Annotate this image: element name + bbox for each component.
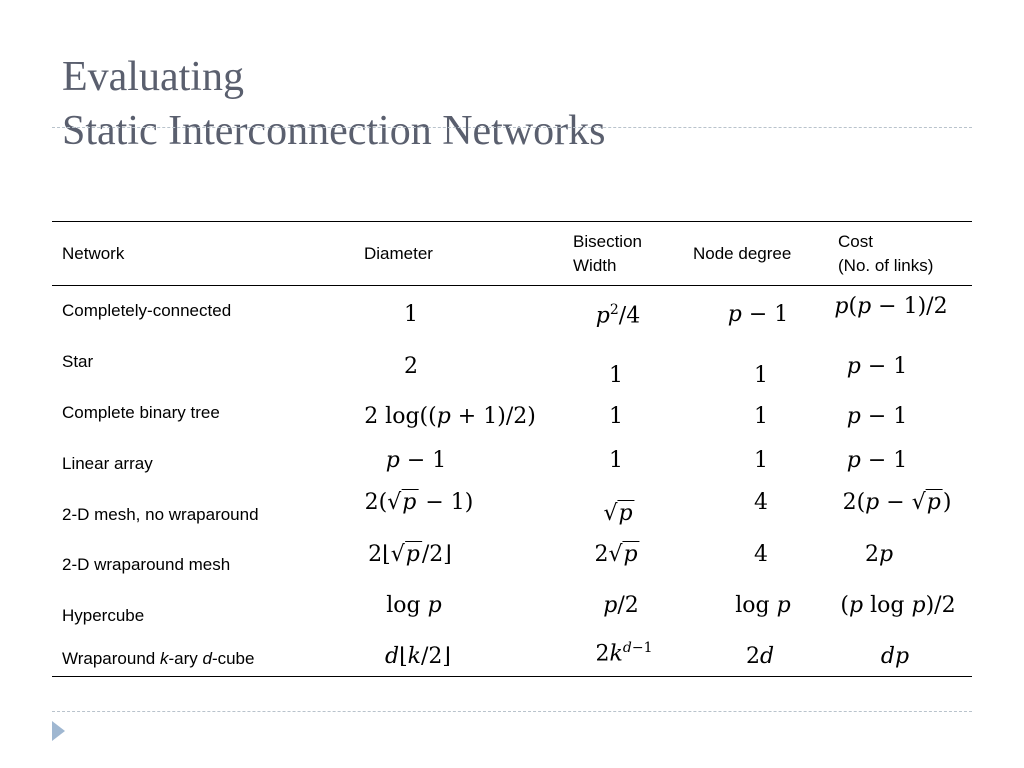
cell-cost: 2(p − √p) [842, 489, 952, 515]
title-line-1: Evaluating [62, 54, 244, 100]
cell-bisection: 1 [609, 404, 623, 429]
row-label: Wraparound k-ary d-cube [62, 649, 255, 668]
cell-degree: p − 1 [727, 302, 789, 327]
footer-divider [52, 711, 972, 712]
row-label: 2-D mesh, no wraparound [62, 505, 259, 524]
header-cost-line1: Cost [838, 232, 873, 251]
cell-diameter: log p [386, 593, 442, 618]
header-diameter: Diameter [364, 244, 433, 263]
table-bottom-rule [52, 676, 972, 677]
cell-bisection: 2√p [594, 541, 640, 567]
header-cost-line2: (No. of links) [838, 256, 934, 275]
row-label: Complete binary tree [62, 403, 220, 422]
cell-degree: 4 [754, 490, 768, 515]
cell-bisection: 1 [609, 448, 623, 473]
cell-degree: 2d [745, 644, 775, 669]
table-top-rule [52, 221, 972, 222]
cell-bisection: 1 [609, 363, 623, 388]
cell-degree: 1 [754, 448, 768, 473]
cell-degree: 4 [754, 542, 768, 567]
title-divider [52, 127, 972, 128]
cell-cost: (p log p)/2 [840, 593, 956, 618]
cell-diameter: 2 log((p + 1)/2) [364, 404, 536, 429]
row-label: Completely-connected [62, 301, 232, 320]
header-bisection-line2: Width [573, 256, 617, 275]
header-node-degree: Node degree [693, 244, 792, 263]
cell-degree: log p [735, 593, 791, 618]
cell-degree: 1 [754, 363, 768, 388]
cell-cost: p − 1 [846, 404, 908, 429]
cell-diameter: 2(√p − 1) [364, 489, 474, 515]
cell-bisection: p/2 [603, 593, 639, 618]
slide-title: Evaluating Static Interconnection Networ… [62, 50, 606, 158]
cell-diameter: 2⌊√p/2⌋ [368, 541, 452, 567]
cell-bisection: √p [603, 500, 635, 526]
cell-diameter: 2 [404, 354, 418, 379]
cell-bisection: 2kd−1 [595, 640, 653, 667]
row-label: Hypercube [62, 606, 145, 625]
triangle-bullet-icon [52, 721, 65, 741]
cell-diameter: d⌊k/2⌋ [384, 644, 452, 669]
row-label: Linear array [62, 454, 153, 473]
cell-bisection: p2/4 [595, 302, 641, 329]
cell-cost: p(p − 1)/2 [834, 294, 948, 319]
cell-degree: 1 [754, 404, 768, 429]
cell-cost: dp [880, 644, 910, 669]
title-line-2: Static Interconnection Networks [62, 108, 606, 154]
row-label: 2-D wraparound mesh [62, 555, 231, 574]
cell-cost: p − 1 [846, 448, 908, 473]
cell-diameter: 1 [404, 302, 418, 327]
row-label: Star [62, 352, 94, 371]
table-header-rule [52, 285, 972, 286]
header-network: Network [62, 244, 125, 263]
header-bisection-line1: Bisection [573, 232, 642, 251]
cell-diameter: p − 1 [385, 448, 447, 473]
cell-cost: p − 1 [846, 354, 908, 379]
cell-cost: 2p [864, 542, 894, 567]
